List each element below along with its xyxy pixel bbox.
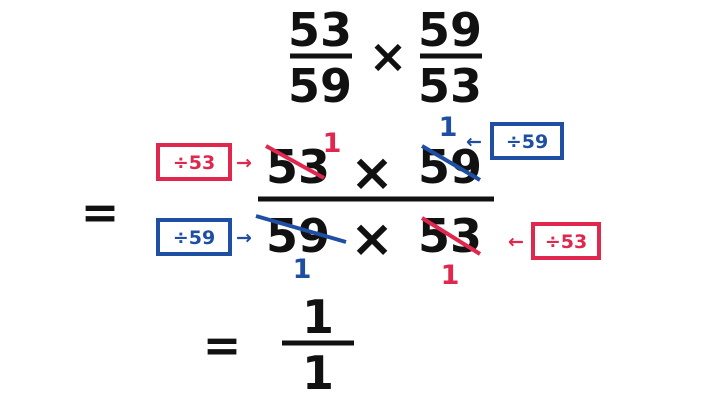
numerator-right-strike	[420, 144, 482, 182]
top-times-sign: ×	[369, 29, 408, 83]
label-box-den-left	[156, 218, 232, 256]
denominator-right-cancel-result: 1	[441, 260, 460, 291]
denominator-left-cancel-result: 1	[293, 254, 312, 285]
denominator-right-strike	[420, 216, 482, 256]
label-box-num-right	[490, 122, 564, 160]
numerator-right-cancel-result: 1	[439, 112, 458, 143]
arrow-right-icon: →	[236, 227, 252, 249]
top-fraction2-denominator: 53	[418, 59, 482, 113]
numerator-left-cancel-result: 1	[323, 128, 342, 159]
arrow-right-icon: →	[236, 152, 252, 174]
result-numerator: 1	[302, 290, 334, 344]
numerator-left-number: 53	[266, 140, 330, 194]
numerator-times-sign: ×	[350, 143, 394, 203]
label-num-left-divide-53: ÷53	[173, 152, 215, 174]
top-fraction1-denominator: 59	[288, 59, 352, 113]
denominator-times-sign: ×	[350, 209, 394, 269]
label-den-left-divide-59: ÷59	[173, 227, 215, 249]
top-fraction1-numerator: 53	[288, 3, 352, 57]
top-fraction2-numerator: 59	[418, 3, 482, 57]
label-num-right-divide-59: ÷59	[506, 131, 548, 153]
result-denominator: 1	[302, 346, 334, 400]
label-box-num-left	[156, 143, 232, 181]
arrow-left-icon: ←	[466, 131, 482, 153]
middle-equals-sign: =	[81, 185, 120, 239]
arrow-left-icon: ←	[508, 231, 524, 253]
label-box-den-right	[531, 222, 601, 260]
label-den-right-divide-53: ÷53	[545, 231, 587, 253]
numerator-left-strike	[265, 144, 325, 180]
result-equals-sign: =	[203, 318, 242, 372]
denominator-left-strike	[255, 214, 347, 244]
